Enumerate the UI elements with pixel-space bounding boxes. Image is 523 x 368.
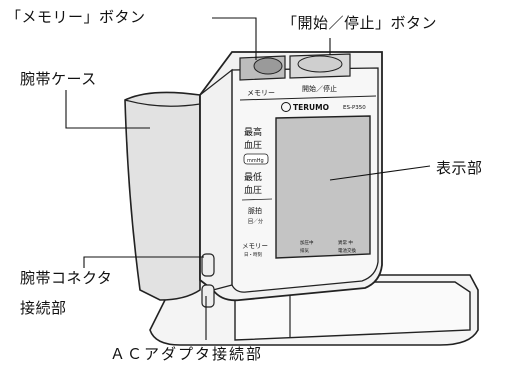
cuff-connector-port[interactable] (201, 253, 215, 277)
brand-label: TERUMO (293, 103, 329, 112)
panel-memory: メモリー (242, 242, 268, 250)
terumo-logo-icon (281, 102, 291, 112)
panel-systolic-1: 最高 (244, 126, 262, 138)
ac-adapter-port[interactable] (201, 284, 215, 308)
panel-unit: mmHg (247, 158, 264, 164)
legend-exhaust: 排気 (300, 247, 309, 254)
callout-line-memory (212, 17, 257, 60)
panel-pulse: 脈拍 (248, 206, 262, 215)
device-start-stop-label: 開始／停止 (302, 84, 337, 93)
panel-memory-sub: 日・時刻 (244, 251, 262, 258)
legend-battery: 電池交換 (338, 247, 356, 254)
panel-pulse-unit: 回／分 (248, 218, 263, 225)
legend-measuring: 加圧中 (300, 239, 314, 246)
callout-line-display (329, 165, 431, 181)
callout-memory-button: 「メモリー」ボタン (6, 8, 146, 26)
panel-systolic-2: 血圧 (244, 139, 262, 151)
device-memory-label: メモリー (247, 89, 275, 97)
callout-ac-adapter-connector: ＡＣアダプタ接続部 (110, 345, 264, 363)
callout-display: 表示部 (436, 159, 483, 177)
legend-irregular: 異常 中 (338, 239, 353, 246)
cuff-case (124, 91, 201, 301)
callout-line-cuff-connector (83, 256, 204, 268)
callout-line-cuff (65, 90, 150, 129)
model-label: ES-P350 (343, 105, 366, 111)
panel-diastolic-1: 最低 (244, 171, 262, 183)
callout-lines (65, 17, 431, 340)
callout-cuff-case: 腕帯ケース (20, 70, 97, 88)
callout-cuff-connector-line2: 接続部 (20, 299, 67, 317)
panel-diastolic-2: 血圧 (244, 184, 262, 196)
display-panel (275, 115, 371, 259)
callout-start-stop-button: 「開始／停止」ボタン (282, 14, 438, 32)
callout-cuff-connector-line1: 腕帯コネクタ (20, 269, 113, 287)
